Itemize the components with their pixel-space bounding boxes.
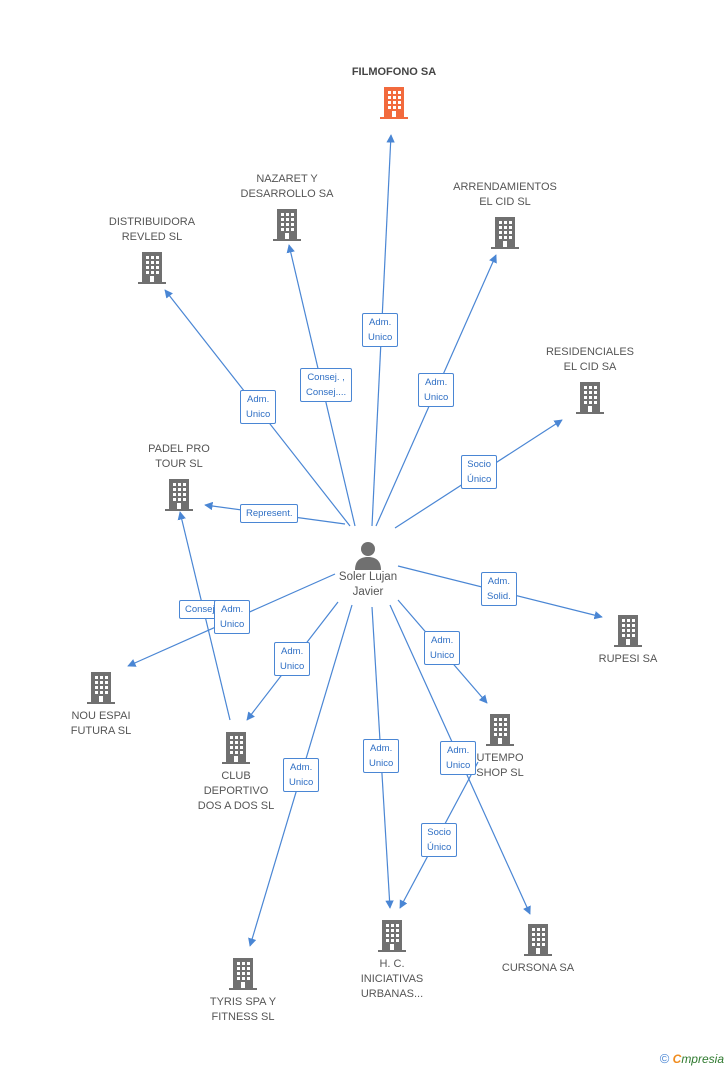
person-name: Soler Lujan Javier xyxy=(338,571,398,598)
company-name: RESIDENCIALES EL CID SA xyxy=(545,346,635,373)
relation-label-filmofono[interactable]: Adm. Unico xyxy=(362,313,399,347)
copyright-icon: © xyxy=(659,1051,670,1066)
company-node-residenciales[interactable]: RESIDENCIALES EL CID SA xyxy=(520,345,660,414)
company-name: ARRENDAMIENTOS EL CID SL xyxy=(453,181,557,208)
relation-label-padel[interactable]: Represent. xyxy=(240,503,299,523)
company-name: H. C. INICIATIVAS URBANAS... xyxy=(360,958,424,1000)
relation-label-cursona[interactable]: Adm. Unico xyxy=(440,741,477,775)
company-node-club[interactable]: CLUB DEPORTIVO DOS A DOS SL xyxy=(166,730,306,814)
building-icon xyxy=(486,714,514,746)
building-icon xyxy=(380,87,408,119)
company-name: UTEMPO SHOP SL xyxy=(476,752,524,779)
relation-label-hc[interactable]: Socio Único xyxy=(421,823,458,857)
company-node-nazaret[interactable]: NAZARET Y DESARROLLO SA xyxy=(217,172,357,241)
building-icon xyxy=(273,209,301,241)
person-node[interactable]: Soler Lujan Javier xyxy=(308,540,428,600)
relation-label-utempo[interactable]: Adm. Unico xyxy=(424,631,461,665)
company-name: PADEL PRO TOUR SL xyxy=(148,443,210,470)
company-name: TYRIS SPA Y FITNESS SL xyxy=(209,996,277,1023)
building-icon xyxy=(138,252,166,284)
company-node-nouespai[interactable]: NOU ESPAI FUTURA SL xyxy=(31,670,171,739)
company-name: NOU ESPAI FUTURA SL xyxy=(70,710,132,737)
relation-label-tyris[interactable]: Adm. Unico xyxy=(283,758,320,792)
company-name: FILMOFONO SA xyxy=(351,66,437,78)
relation-label-residenciales[interactable]: Socio Único xyxy=(461,455,498,489)
relation-label-hc[interactable]: Adm. Unico xyxy=(363,739,400,773)
building-icon xyxy=(491,217,519,249)
company-name: CLUB DEPORTIVO DOS A DOS SL xyxy=(197,770,275,812)
company-node-distribuidora[interactable]: DISTRIBUIDORA REVLED SL xyxy=(82,215,222,284)
relation-label-nazaret[interactable]: Consej. , Consej.... xyxy=(300,368,353,402)
building-icon xyxy=(378,920,406,952)
footer-brand: © Cmpresia xyxy=(660,1051,724,1066)
relation-label-arrendamientos[interactable]: Adm. Unico xyxy=(418,373,455,407)
building-icon xyxy=(87,672,115,704)
company-node-tyris[interactable]: TYRIS SPA Y FITNESS SL xyxy=(173,956,313,1025)
company-name: DISTRIBUIDORA REVLED SL xyxy=(108,216,196,243)
building-icon xyxy=(524,924,552,956)
relation-label-club[interactable]: Adm. Unico xyxy=(274,642,311,676)
building-icon xyxy=(614,615,642,647)
building-icon xyxy=(229,958,257,990)
company-name: NAZARET Y DESARROLLO SA xyxy=(240,173,334,200)
company-node-filmofono[interactable]: FILMOFONO SA xyxy=(324,65,464,119)
building-icon xyxy=(165,479,193,511)
person-icon xyxy=(355,542,381,570)
company-node-arrendamientos[interactable]: ARRENDAMIENTOS EL CID SL xyxy=(435,180,575,249)
company-node-cursona[interactable]: CURSONA SA xyxy=(468,922,608,976)
company-node-hc[interactable]: H. C. INICIATIVAS URBANAS... xyxy=(322,918,462,1002)
brand-initial: C xyxy=(672,1052,682,1066)
relation-label-rupesi[interactable]: Adm. Solid. xyxy=(481,572,517,606)
company-name: CURSONA SA xyxy=(501,962,575,974)
building-icon xyxy=(222,732,250,764)
company-node-utempo[interactable]: UTEMPO SHOP SL xyxy=(430,712,570,781)
relation-label-distribuidora[interactable]: Adm. Unico xyxy=(240,390,277,424)
company-node-padel[interactable]: PADEL PRO TOUR SL xyxy=(109,442,249,511)
company-name: RUPESI SA xyxy=(598,653,658,665)
brand-name: mpresia xyxy=(681,1052,724,1066)
relation-label-padel[interactable]: Adm. Unico xyxy=(214,600,251,634)
building-icon xyxy=(576,382,604,414)
company-node-rupesi[interactable]: RUPESI SA xyxy=(558,613,698,667)
